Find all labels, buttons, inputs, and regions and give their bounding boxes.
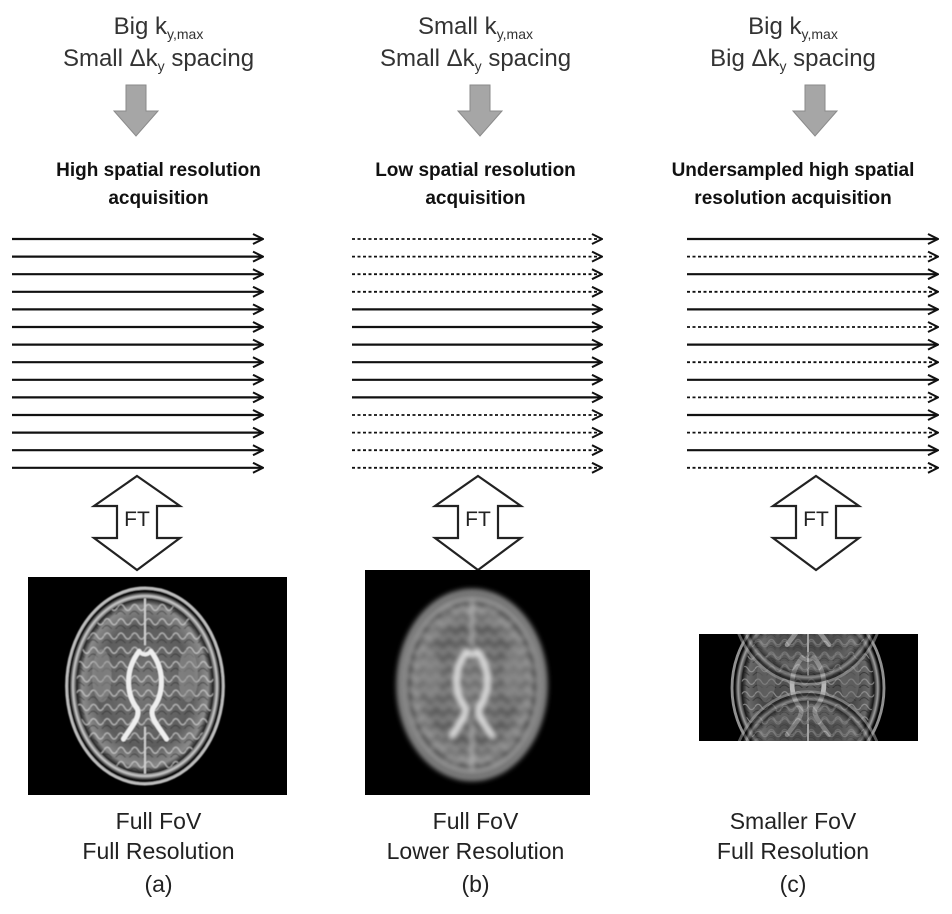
ft-label: FT (124, 508, 150, 531)
panel-c: Big ky,max Big Δky spacing Undersampled … (634, 0, 952, 914)
result-caption: Full FoV Lower Resolution (386, 808, 565, 864)
ft-double-arrow-a (90, 474, 184, 572)
result-caption: Full FoV Full Resolution (82, 808, 235, 864)
ft-label: FT (465, 508, 491, 531)
panel-a: Big ky,max Small Δky spacing High spatia… (0, 0, 317, 914)
kspace-lines-a (12, 239, 263, 468)
k-space-parameters: Big ky,max Big Δky spacing (634, 12, 952, 76)
kspace-lines-c (687, 239, 938, 468)
kspace-lines (12, 239, 938, 468)
k-space-parameters: Small ky,max Small Δky spacing (317, 12, 634, 76)
k-space-parameters: Big ky,max Small Δky spacing (0, 12, 317, 76)
ft-double-arrow-c (769, 474, 863, 572)
down-arrows (112, 84, 839, 137)
mri-image-c (699, 634, 918, 741)
spacing-label: Big Δky spacing (710, 45, 876, 74)
kmax-label: Small ky,max (418, 13, 533, 42)
ft-arrows (90, 474, 863, 572)
panel-b: Small ky,max Small Δky spacing Low spati… (317, 0, 634, 914)
panel-letter: (a) (144, 871, 173, 897)
panel-letter: (b) (461, 871, 490, 897)
acquisition-title: Low spatial resolution acquisition (375, 160, 576, 209)
down-arrow-b (456, 84, 504, 137)
kmax-label: Big ky,max (748, 13, 838, 42)
mri-image-b (365, 570, 590, 795)
acquisition-title: Undersampled high spatial resolution acq… (671, 160, 915, 209)
acquisition-title: High spatial resolution acquisition (56, 160, 261, 209)
ft-label: FT (803, 508, 829, 531)
spacing-label: Small Δky spacing (379, 45, 572, 74)
kspace-lines-b (352, 239, 602, 468)
down-arrow-a (112, 84, 160, 137)
down-arrow-c (791, 84, 839, 137)
kmax-label: Big ky,max (113, 13, 204, 42)
panel-letter: (c) (779, 871, 807, 897)
spacing-label: Small Δky spacing (62, 45, 255, 74)
result-caption: Smaller FoV Full Resolution (716, 808, 870, 864)
mri-image-a (28, 577, 287, 795)
